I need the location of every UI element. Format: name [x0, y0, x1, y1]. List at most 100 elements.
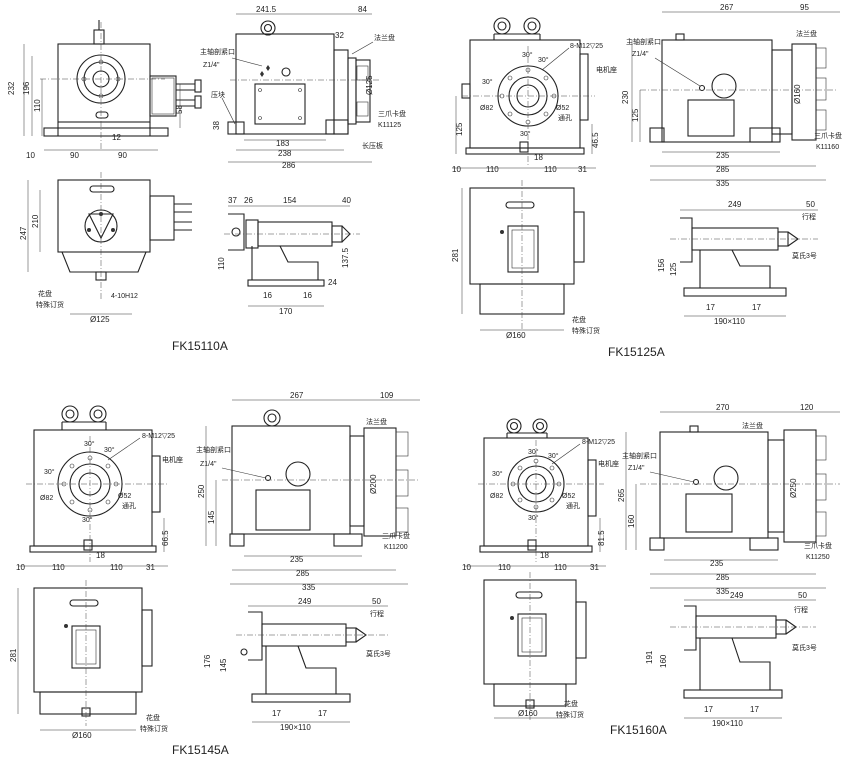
- dim-145-table-d160: Ø160: [72, 731, 92, 740]
- dim-160-w31: 31: [590, 563, 599, 572]
- dim-24: 24: [328, 278, 337, 287]
- dim-40: 40: [342, 196, 351, 205]
- label-145-thread: Z1/4": [200, 461, 217, 468]
- fk15125a-table-view: 281 Ø160 花盘 特殊订货: [451, 180, 600, 340]
- dim-196: 196: [22, 81, 31, 95]
- dim-183: 183: [276, 139, 290, 148]
- dim-232: 232: [7, 81, 16, 95]
- ang-125-2: 30°: [538, 56, 549, 64]
- label-special: 特殊订货: [36, 300, 64, 309]
- dim-125-b335: 335: [716, 179, 730, 188]
- dim-tail-110: 110: [217, 257, 226, 270]
- label-chuck: 三爪卡盘: [378, 109, 406, 118]
- fk15145a-side-view: 267 109 250 145 235 285 335 Ø200 主轴剖紧口 Z…: [196, 391, 420, 592]
- dim-38: 38: [212, 121, 221, 130]
- ang-160-2: 30°: [548, 452, 559, 460]
- label-160-bolts: 8-M12▽25: [582, 439, 615, 446]
- dim-145-d52: Ø52: [118, 493, 131, 500]
- label-chuck-code: K11125: [378, 122, 401, 129]
- dim-125-w10: 10: [452, 165, 461, 174]
- dim-90-left: 90: [70, 151, 79, 160]
- dim-145-w10: 10: [16, 563, 25, 572]
- label-160-chuck-code: K11250: [806, 554, 830, 561]
- dim-58: 58: [175, 105, 184, 114]
- dim-125-w95: 95: [800, 3, 809, 12]
- label-160-morse: 莫氏3号: [792, 643, 817, 652]
- dim-160-b335: 335: [716, 587, 730, 596]
- dim-160-w110b: 110: [554, 563, 567, 572]
- dim-160-base: 190×110: [712, 719, 743, 728]
- label-125-flange: 法兰盘: [796, 29, 817, 38]
- dim-160-h160t: 160: [659, 654, 668, 668]
- ang-145-4: 30°: [82, 516, 93, 524]
- dim-145-w50: 50: [372, 597, 381, 606]
- dim-90-right: 90: [118, 151, 127, 160]
- ang-145-1: 30°: [84, 440, 95, 448]
- dim-table-d125: Ø125: [90, 315, 110, 324]
- dim-125-b235: 235: [716, 151, 730, 160]
- dim-125-h281: 281: [451, 248, 460, 262]
- dim-145-base: 190×110: [280, 723, 311, 732]
- dim-10: 10: [26, 151, 35, 160]
- dim-145-b285: 285: [296, 569, 310, 578]
- dim-160-h81: 81.5: [597, 530, 606, 546]
- dim-125-table-d160: Ø160: [506, 331, 526, 340]
- dim-125-w50: 50: [806, 200, 815, 209]
- label-faceplate: 花盘: [38, 289, 52, 298]
- dim-160-b235: 235: [710, 559, 724, 568]
- dim-125-d52: Ø52: [556, 105, 569, 112]
- dim-238: 238: [278, 149, 292, 158]
- dim-125-h230: 230: [621, 90, 630, 104]
- dim-145-w109: 109: [380, 391, 394, 400]
- label-125-through: 通孔: [558, 113, 572, 122]
- label-125-chuck: 三爪卡盘: [814, 131, 842, 140]
- dim-125-w17a: 17: [706, 303, 715, 312]
- dim-160-w120: 120: [800, 403, 814, 412]
- label-145-bolts: 8-M12▽25: [142, 433, 175, 440]
- label-160-lock: 主轴剖紧口: [622, 451, 657, 460]
- label-160-travel: 行程: [794, 605, 808, 614]
- dim-210: 210: [31, 214, 40, 228]
- dim-145-w17a: 17: [272, 709, 281, 718]
- label-145-flange: 法兰盘: [366, 417, 387, 426]
- dim-12: 12: [112, 133, 121, 142]
- dim-145-h281: 281: [9, 648, 18, 662]
- label-thread: Z1/4": [203, 62, 220, 69]
- label-bolts-125: 8-M12▽25: [570, 43, 603, 50]
- dim-125-w17b: 17: [752, 303, 761, 312]
- dim-16b: 16: [303, 291, 312, 300]
- label-125-lock: 主轴剖紧口: [626, 37, 661, 46]
- label-125-morse: 莫氏3号: [792, 251, 817, 260]
- dim-145-h145t: 145: [219, 658, 228, 672]
- dim-160-w110a: 110: [498, 563, 511, 572]
- fk15160a-table-view: Ø160 花盘 特殊订货: [483, 572, 587, 720]
- ang-125-3: 30°: [482, 78, 493, 86]
- label-145-through: 通孔: [122, 501, 136, 510]
- dim-125-h125t: 125: [669, 262, 678, 276]
- label-slots: 4-10H12: [111, 293, 138, 300]
- label-145-faceplate: 花盘: [146, 713, 160, 722]
- fk15145a-tailstock: 249 50 行程 莫氏3号 176 145 17 17 190×110: [203, 597, 391, 732]
- fk15145a-front-view: 8-M12▽25 30° 30° 30° 30° Ø82 Ø52 通孔 电机座 …: [16, 405, 183, 572]
- dim-125-b285: 285: [716, 165, 730, 174]
- fk15110a-side-view: 241.5 84 32 183 238 286 38 Ø125 主轴剖紧口 Z1…: [200, 5, 406, 170]
- dim-160-l270: 270: [716, 403, 730, 412]
- label-145-chuck: 三爪卡盘: [382, 531, 410, 540]
- fk15110a-front-view: 232 196 110 58 10 90 12 90: [7, 20, 202, 160]
- dim-125-l267: 267: [720, 3, 734, 12]
- ang-125-1: 30°: [522, 51, 533, 59]
- label-160-flange: 法兰盘: [742, 421, 763, 430]
- dim-145-h176: 176: [203, 654, 212, 668]
- fk15110a-table-view: 247 210 4-10H12 Ø125 花盘 特殊订货: [19, 172, 192, 324]
- label-flange: 法兰盘: [374, 33, 395, 42]
- dim-26: 26: [244, 196, 253, 205]
- label-145-travel: 行程: [370, 609, 384, 618]
- dim-125-w110a: 110: [486, 165, 499, 174]
- dim-125-h125s: 125: [631, 108, 640, 122]
- dim-145-h66: 66.5: [161, 530, 170, 546]
- dim-125-h156: 156: [657, 258, 666, 272]
- dim-145-d200: Ø200: [369, 474, 378, 494]
- caption-fk15145a: FK15145A: [172, 743, 229, 757]
- fk15160a-side-view: 270 120 265 160 235 285 335 Ø250 主轴剖紧口 Z…: [617, 403, 840, 596]
- dim-160-table-d160: Ø160: [518, 709, 538, 718]
